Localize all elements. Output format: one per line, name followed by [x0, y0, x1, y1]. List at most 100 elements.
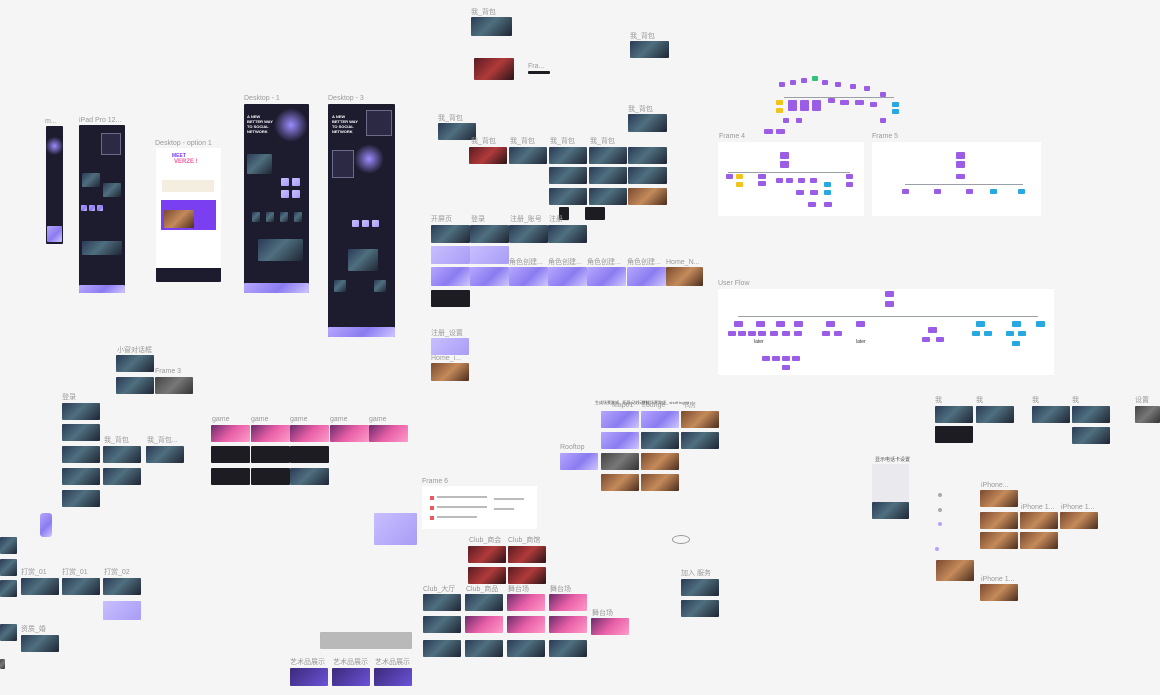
flow-node-blue[interactable] [972, 331, 980, 336]
flow-node[interactable] [826, 321, 835, 327]
screen-dazhe[interactable] [103, 578, 141, 595]
label-iphone[interactable]: iPhone... [981, 482, 1009, 489]
label-iphone[interactable]: iPhone 1... [981, 576, 1015, 583]
desktop1-frame[interactable]: A NEW BETTER WAY TO SOCIAL NETWORK [244, 104, 309, 293]
label-club[interactable]: Club_大厅 [423, 586, 456, 593]
screen-partial[interactable] [0, 537, 17, 554]
label-wo-beibao[interactable]: 我_背包 [438, 115, 463, 122]
screen-stage[interactable] [507, 616, 545, 633]
screen-beibao-grid[interactable] [628, 147, 667, 164]
flow-node[interactable] [790, 80, 796, 85]
screen-game[interactable] [290, 425, 329, 442]
label-frame5[interactable]: Frame 5 [872, 133, 899, 140]
flow-node-green[interactable] [812, 76, 818, 81]
flow-node[interactable] [776, 178, 783, 183]
screen-beibao-grid[interactable] [589, 167, 627, 184]
flow-node[interactable] [770, 331, 778, 336]
screen-lav[interactable] [431, 246, 470, 264]
flow-node[interactable] [828, 98, 835, 103]
screen-role-create[interactable] [587, 267, 626, 286]
screen-iphone[interactable] [980, 512, 1018, 529]
flow-node-blue[interactable] [824, 182, 831, 187]
screen-dark[interactable] [935, 426, 973, 443]
flow-node-yellow[interactable] [776, 100, 783, 105]
flow-node[interactable] [792, 356, 800, 361]
flow-node[interactable] [902, 189, 909, 194]
screen-rooftop[interactable] [560, 453, 598, 470]
screen-stage[interactable] [549, 616, 587, 633]
label-wo-beibao[interactable]: 我_背包 [471, 138, 496, 145]
flow-node[interactable] [846, 174, 853, 179]
screen-partial[interactable] [0, 659, 5, 669]
label-frame3[interactable]: Frame 3 [155, 368, 182, 375]
label-game[interactable]: game [212, 416, 230, 423]
screen-small[interactable] [585, 207, 605, 220]
screen-login[interactable] [62, 424, 100, 441]
flow-node[interactable] [779, 82, 785, 87]
flow-node[interactable] [840, 100, 849, 105]
screen-beibao-grid[interactable] [589, 147, 627, 164]
flow-node[interactable] [936, 337, 944, 342]
screen-iphone[interactable] [980, 490, 1018, 507]
screen-login[interactable] [62, 446, 100, 463]
flow-node[interactable] [780, 152, 789, 159]
flow-node-blue[interactable] [990, 189, 997, 194]
flow-node[interactable] [856, 321, 865, 327]
flow-node-yellow[interactable] [776, 108, 783, 113]
label-dazhe[interactable]: 打赏_02 [104, 569, 130, 576]
screen-art[interactable] [332, 668, 370, 686]
label-denglu2[interactable]: 登录 [62, 394, 76, 401]
flow-node[interactable] [812, 100, 821, 111]
flow-node[interactable] [734, 321, 743, 327]
flow-node[interactable] [885, 301, 894, 307]
screen-game-dark[interactable] [251, 468, 290, 485]
label-jiaose[interactable]: 角色创建... [627, 259, 661, 266]
flow-node[interactable] [846, 182, 853, 187]
screen-role-create[interactable] [431, 267, 470, 286]
screen-dark[interactable] [431, 290, 470, 307]
screen-beibao-grid[interactable] [589, 188, 627, 205]
flow-node-yellow[interactable] [736, 174, 743, 179]
label-denglu[interactable]: 登录 [471, 216, 485, 223]
screen-wo-beibao[interactable] [103, 446, 141, 463]
flow-node[interactable] [956, 152, 965, 159]
screen-club-hall[interactable] [549, 640, 587, 657]
screen-beibao-grid[interactable] [549, 188, 587, 205]
screen-iphone[interactable] [936, 560, 974, 581]
label-xiaoliao[interactable]: 小窗对话框 [117, 347, 152, 354]
screen-lounge[interactable] [641, 411, 679, 428]
screen-lounge[interactable] [641, 453, 679, 470]
label-dazhe[interactable]: 打赏_01 [62, 569, 88, 576]
flow-node-blue[interactable] [892, 102, 899, 107]
screen-game-dark[interactable] [211, 446, 250, 463]
screen-login[interactable] [62, 403, 100, 420]
flow-node[interactable] [934, 189, 941, 194]
label-wo-beibao[interactable]: 我_背包 [471, 9, 496, 16]
flow-node[interactable] [885, 291, 894, 297]
label-fra[interactable]: Fra... [528, 63, 545, 70]
flow-node-blue[interactable] [892, 109, 899, 114]
screen-lav[interactable] [470, 246, 509, 264]
label-wo-bei[interactable]: 我_背包... [147, 437, 178, 444]
label-wo[interactable]: 我 [1072, 397, 1079, 404]
mobile-frame[interactable] [46, 126, 63, 244]
flow-node[interactable] [738, 331, 746, 336]
label-wo-beibao[interactable]: 我_背包 [630, 33, 655, 40]
screen-iphone[interactable] [980, 532, 1018, 549]
frame6-notes[interactable] [422, 486, 537, 529]
screen-map[interactable] [601, 453, 639, 470]
label-wo-beibao[interactable]: 我_背包 [510, 138, 535, 145]
flow-node[interactable] [786, 178, 793, 183]
label-wutai[interactable]: 舞台场 [508, 586, 529, 593]
label-wutai[interactable]: 舞台场 [550, 586, 571, 593]
flow-node-blue[interactable] [824, 190, 831, 195]
label-home-n[interactable]: Home_N... [666, 259, 700, 266]
screen-wo-beibao[interactable] [471, 17, 512, 36]
screen-stage[interactable] [549, 594, 587, 611]
screen-role-create[interactable] [509, 267, 548, 286]
screen-service[interactable] [681, 600, 719, 617]
screen-partial[interactable] [0, 559, 17, 576]
screen-login[interactable] [470, 225, 509, 243]
label-wo[interactable]: 我 [1032, 397, 1039, 404]
screen-role-create[interactable] [470, 267, 509, 286]
